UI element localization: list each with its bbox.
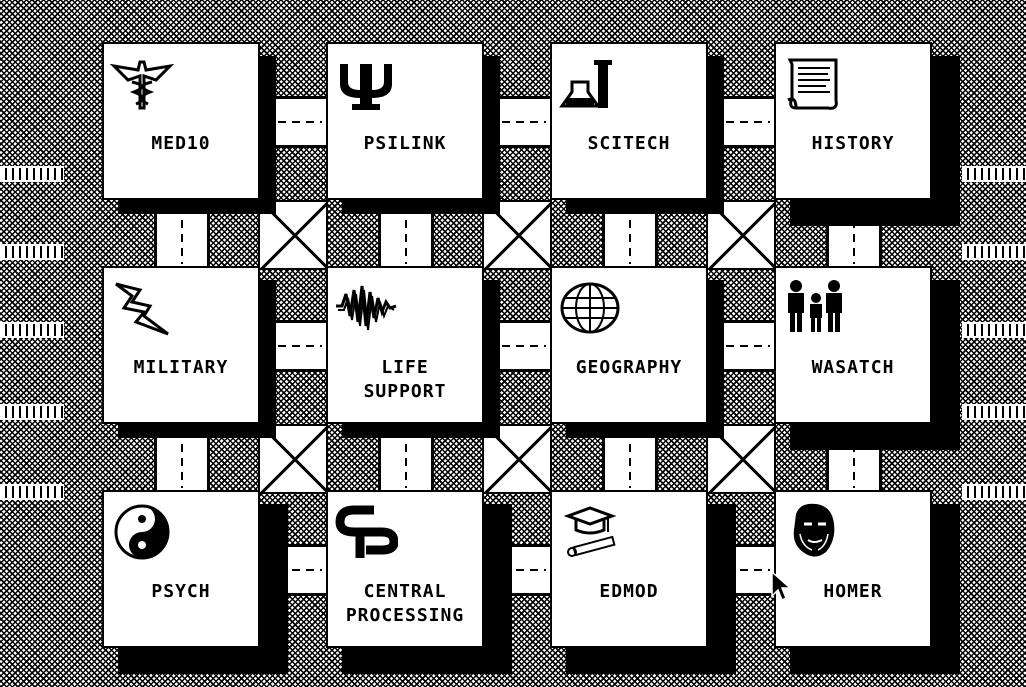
- side-wire: [962, 166, 1026, 182]
- psi-symbol-icon: [340, 64, 392, 110]
- module-tile-psych[interactable]: PSYCH: [102, 490, 260, 648]
- side-wire: [0, 484, 64, 500]
- module-tile-scitech[interactable]: SCITECH: [550, 42, 708, 200]
- module-label: GEOGRAPHY: [575, 357, 683, 378]
- module-tile-homer[interactable]: HOMER: [774, 490, 932, 648]
- globe-icon: [560, 282, 620, 334]
- module-label: MED10: [151, 133, 211, 154]
- side-wire: [962, 244, 1026, 260]
- module-tile-med10[interactable]: MED10: [102, 42, 260, 200]
- module-label: HOMER: [823, 581, 883, 602]
- module-label: LIFE SUPPORT: [363, 357, 447, 402]
- arrow-pointer-icon: [771, 570, 792, 602]
- heartbeat-wave-icon: [336, 285, 397, 331]
- lab-flask-icon: [559, 60, 612, 108]
- module-label: WASATCH: [811, 357, 895, 378]
- module-tile-geography[interactable]: GEOGRAPHY: [550, 266, 708, 424]
- side-wire: [0, 322, 64, 338]
- side-wire: [0, 404, 64, 420]
- caduceus-icon: [110, 60, 174, 110]
- yin-yang-icon: [114, 504, 170, 560]
- module-label: HISTORY: [811, 133, 895, 154]
- side-wire: [962, 484, 1026, 500]
- module-tile-edmod[interactable]: EDMOD: [550, 490, 708, 648]
- module-tile-wasatch[interactable]: WASATCH: [774, 266, 932, 424]
- side-wire: [962, 404, 1026, 420]
- module-label: SCITECH: [587, 133, 671, 154]
- module-label: PSYCH: [151, 581, 211, 602]
- module-tile-history[interactable]: HISTORY: [774, 42, 932, 200]
- scroll-icon: [787, 58, 838, 110]
- module-label: EDMOD: [599, 581, 659, 602]
- lightning-bolt-icon: [115, 282, 169, 336]
- side-wire: [0, 166, 64, 182]
- graduation-cap-diploma-icon: [563, 506, 617, 557]
- module-tile-military[interactable]: MILITARY: [102, 266, 260, 424]
- module-label: MILITARY: [133, 357, 229, 378]
- side-wire: [962, 322, 1026, 338]
- cp-logo-icon: [335, 505, 398, 558]
- module-tile-central-processing[interactable]: CENTRAL PROCESSING: [326, 490, 484, 648]
- module-tile-life-support[interactable]: LIFE SUPPORT: [326, 266, 484, 424]
- module-label: PSILINK: [363, 133, 447, 154]
- module-tile-psilink[interactable]: PSILINK: [326, 42, 484, 200]
- family-people-icon: [788, 280, 842, 332]
- side-wire: [0, 244, 64, 260]
- module-label: CENTRAL PROCESSING: [345, 581, 465, 626]
- homer-face-icon: [793, 503, 835, 557]
